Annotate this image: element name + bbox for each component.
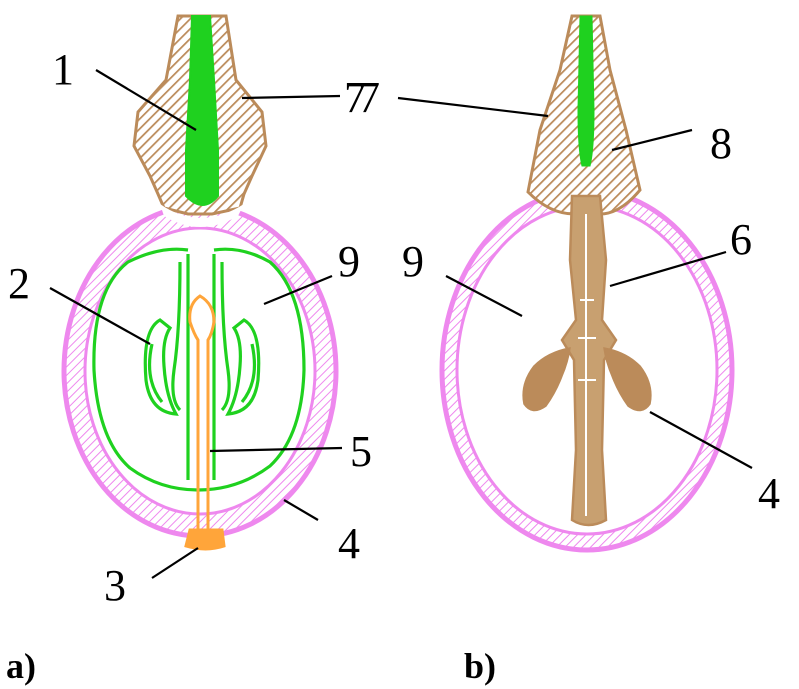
panel-label-a: a) xyxy=(6,646,36,686)
callout-b-6: 6 xyxy=(730,215,752,264)
callout-a-2: 2 xyxy=(8,259,30,308)
callout-b-9: 9 xyxy=(402,237,424,286)
channel-b xyxy=(578,16,594,166)
callout-a-4: 4 xyxy=(338,519,360,568)
callout-a-1: 1 xyxy=(52,45,74,94)
panel-b: 7 8 6 9 4 b) xyxy=(358,16,780,686)
callout-b-7: 7 xyxy=(358,73,380,122)
callout-b-8: 8 xyxy=(710,119,732,168)
wall-a xyxy=(64,206,336,536)
panel-a: 1 2 3 4 5 7 9 a) xyxy=(6,16,372,686)
callout-a-9: 9 xyxy=(338,237,360,286)
callout-a-5: 5 xyxy=(350,427,372,476)
callout-b-4: 4 xyxy=(758,469,780,518)
callout-a-3: 3 xyxy=(104,561,126,610)
panel-label-b: b) xyxy=(464,646,496,686)
